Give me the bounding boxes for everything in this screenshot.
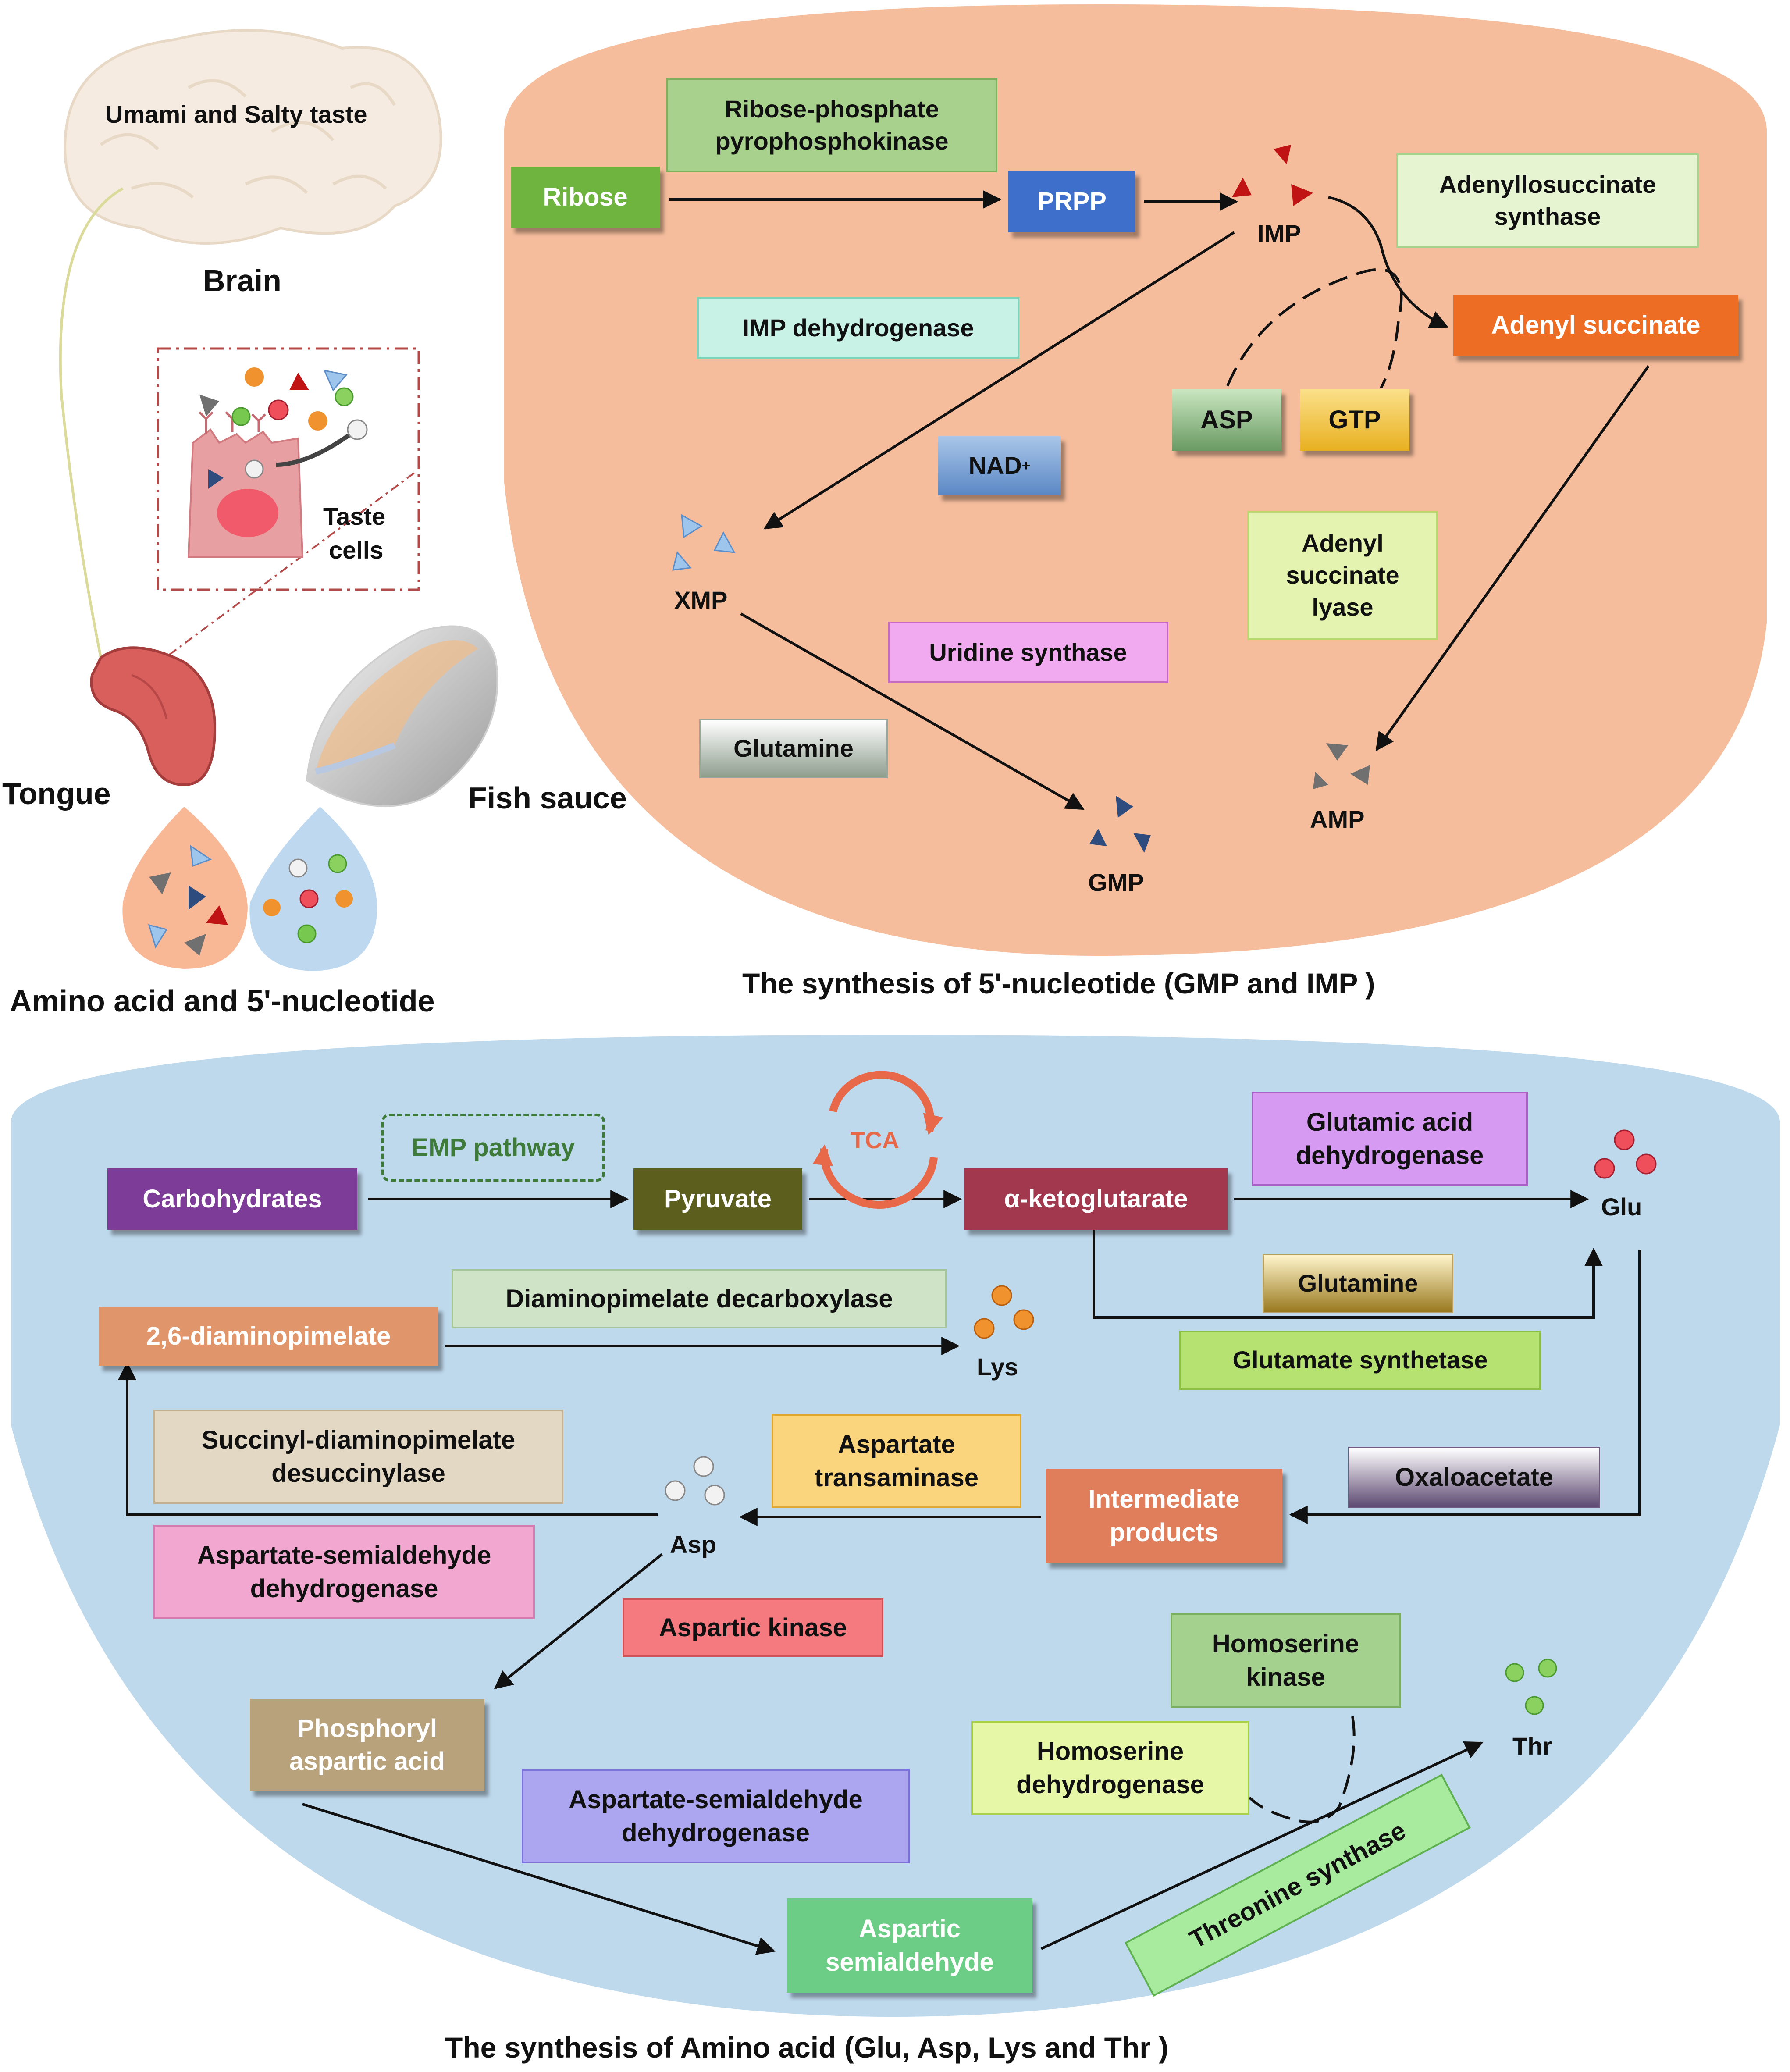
glutamic-acid-dehydrogenase: Glutamic acid dehydrogenase xyxy=(1252,1092,1528,1186)
aspartate-semialdehyde-dehydrogenase-1: Aspartate-semialdehyde dehydrogenase xyxy=(153,1525,535,1619)
glutamine-amino: Glutamine xyxy=(1263,1254,1453,1313)
thr-label: Thr xyxy=(1512,1732,1552,1760)
oxaloacetate-node: Oxaloacetate xyxy=(1348,1447,1600,1508)
aspartic-kinase: Aspartic kinase xyxy=(623,1598,883,1657)
lys-molecules xyxy=(974,1285,1034,1339)
imp-dehydrogenase: IMP dehydrogenase xyxy=(697,297,1019,359)
nucleotide-panel-title: The synthesis of 5'-nucleotide (GMP and … xyxy=(742,967,1375,1000)
gmp-molecules xyxy=(1089,796,1151,853)
brain-label: Brain xyxy=(203,263,281,298)
aspartate-transaminase: Aspartate transaminase xyxy=(772,1414,1021,1508)
ribose-phosphate-pyrophosphokinase: Ribose-phosphate pyrophosphokinase xyxy=(666,78,997,172)
amino-arrows xyxy=(118,1190,1641,1955)
asp-amino-label: Asp xyxy=(670,1531,716,1558)
xmp-label: XMP xyxy=(674,586,728,614)
glutamine-nucleotide: Glutamine xyxy=(699,719,888,778)
amp-molecules xyxy=(1313,743,1370,789)
adenyl-succinate-node: Adenyl succinate xyxy=(1453,295,1738,356)
amino-acid-droplet-left xyxy=(122,807,248,969)
lys-label: Lys xyxy=(977,1353,1018,1381)
aspartate-semialdehyde-dehydrogenase-2: Aspartate-semialdehyde dehydrogenase xyxy=(522,1769,910,1863)
homoserine-dehydrogenase: Homoserine dehydrogenase xyxy=(971,1721,1249,1815)
diaminopimelate-node: 2,6-diaminopimelate xyxy=(99,1307,438,1366)
brain-illustration xyxy=(64,29,442,245)
imp-label: IMP xyxy=(1257,220,1301,247)
thr-molecules xyxy=(1505,1659,1557,1715)
drops-label: Amino acid and 5'-nucleotide xyxy=(10,984,435,1018)
tca-label: TCA xyxy=(851,1127,899,1153)
amp-label: AMP xyxy=(1310,805,1365,833)
taste-cells-label-1: Taste xyxy=(323,502,386,530)
ribose-node: Ribose xyxy=(511,167,660,228)
xmp-molecules xyxy=(672,514,736,571)
nad-node: NAD+ xyxy=(938,436,1061,495)
aspartic-semialdehyde-node: Aspartic semialdehyde xyxy=(787,1898,1032,1993)
brain-text: Umami and Salty taste xyxy=(105,100,367,128)
glu-molecules xyxy=(1594,1129,1657,1179)
alpha-ketoglutarate-node: α-ketoglutarate xyxy=(964,1168,1228,1230)
tca-cycle-icon xyxy=(812,1071,943,1209)
asp-molecules xyxy=(665,1456,725,1506)
adenylosuccinate-synthase: Adenyllosuccinate synthase xyxy=(1396,153,1699,248)
prpp-node: PRPP xyxy=(1008,171,1135,232)
nad-superscript: + xyxy=(1021,457,1031,474)
glutamate-synthetase: Glutamate synthetase xyxy=(1179,1331,1541,1390)
nad-text: NAD xyxy=(968,452,1022,480)
uridine-synthase: Uridine synthase xyxy=(888,622,1168,683)
emp-pathway: EMP pathway xyxy=(381,1114,605,1182)
gmp-label: GMP xyxy=(1088,869,1144,896)
fish-sauce-label: Fish sauce xyxy=(468,781,627,815)
carbohydrates-node: Carbohydrates xyxy=(107,1168,357,1230)
taste-cell-box xyxy=(157,347,420,591)
asp-node: ASP xyxy=(1172,389,1281,451)
intermediate-products-node: Intermediate products xyxy=(1046,1469,1282,1563)
amino-panel-title: The synthesis of Amino acid (Glu, Asp, L… xyxy=(445,2031,1169,2064)
gtp-node: GTP xyxy=(1300,389,1409,451)
pyruvate-node: Pyruvate xyxy=(633,1168,802,1230)
taste-cell-illustration xyxy=(187,367,368,558)
nerve-fiber xyxy=(59,187,124,658)
amino-acid-droplet-right xyxy=(249,807,377,971)
diaminopimelate-decarboxylase: Diaminopimelate decarboxylase xyxy=(452,1269,947,1328)
tongue-illustration xyxy=(90,646,217,787)
nucleotide-arrows xyxy=(669,190,1650,810)
homoserine-kinase: Homoserine kinase xyxy=(1171,1613,1401,1708)
taste-cells-label-2: cells xyxy=(329,536,384,564)
glu-label: Glu xyxy=(1601,1193,1642,1221)
imp-molecules xyxy=(1232,145,1313,206)
succinyl-diaminopimelate-desuccinylase: Succinyl-diaminopimelate desuccinylase xyxy=(153,1410,563,1504)
tongue-label: Tongue xyxy=(2,776,111,811)
adenyl-succinate-lyase: Adenyl succinate lyase xyxy=(1247,511,1438,640)
phosphoryl-aspartic-acid-node: Phosphoryl aspartic acid xyxy=(250,1699,484,1791)
fish-sauce-bowl xyxy=(306,625,498,807)
